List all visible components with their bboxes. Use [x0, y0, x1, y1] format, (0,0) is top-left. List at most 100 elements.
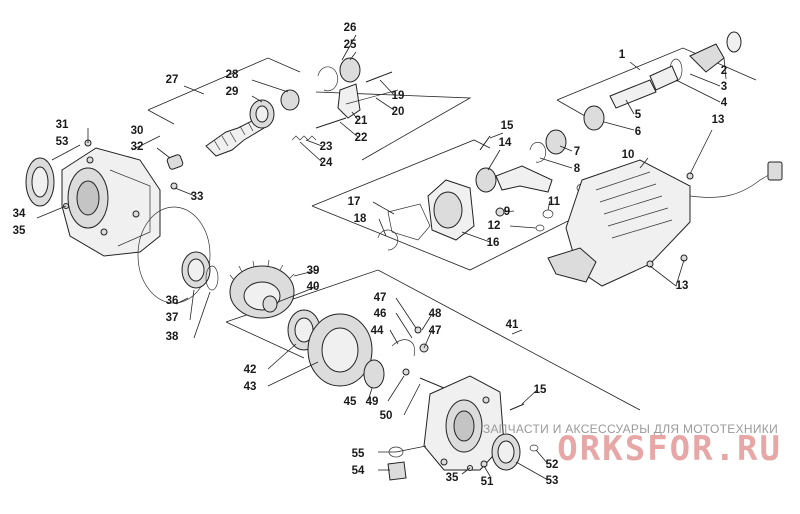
part-label-p16: 16 [487, 237, 500, 249]
part-label-p55: 55 [352, 448, 365, 460]
front-cover-bore-inner [453, 410, 475, 442]
part-label-p33: 33 [191, 191, 204, 203]
frame-41-left [225, 321, 305, 359]
bolt-13-upper [686, 172, 694, 180]
leader-40 [277, 285, 319, 303]
bearing-29-inner [255, 105, 269, 123]
part-label-p29: 29 [226, 86, 239, 98]
part-label-p13a: 13 [712, 114, 725, 126]
part-label-p34: 34 [13, 208, 26, 220]
bolt-15-upper [479, 135, 491, 151]
watermark-logo: ORKSFOR.RU [557, 429, 782, 469]
part-label-p30: 30 [131, 125, 144, 137]
part-label-p10: 10 [622, 149, 635, 161]
shaft-50 [419, 377, 445, 389]
output-shaft-group [583, 31, 742, 131]
group-frames [147, 47, 757, 411]
leader-18 [378, 218, 387, 237]
part-label-p20: 20 [392, 106, 405, 118]
part-label-p23: 23 [320, 141, 333, 153]
part-label-p32: 32 [131, 141, 144, 153]
differential-group [229, 259, 445, 416]
part-label-p35b: 35 [446, 472, 459, 484]
frame-1-top [556, 47, 757, 101]
part-label-p25: 25 [344, 39, 357, 51]
leader-49 [387, 375, 405, 402]
leader-43 [267, 361, 319, 387]
bushing-32 [166, 154, 184, 170]
leader-10 [639, 157, 649, 169]
bearing-25 [339, 57, 361, 83]
part-label-p48: 48 [429, 308, 442, 320]
bolt-47 [414, 326, 422, 334]
leader-15-lower [521, 389, 538, 405]
pin-20 [345, 89, 399, 105]
part-label-p47b: 47 [429, 325, 442, 337]
seal-7 [545, 129, 567, 155]
bearing-14 [475, 167, 497, 193]
leader-14 [487, 149, 501, 171]
part-label-p9: 9 [504, 206, 510, 218]
leader-35b [461, 467, 471, 475]
part-label-p8: 8 [574, 163, 581, 175]
shaft-5 [609, 79, 657, 109]
leader-21 [351, 111, 359, 121]
leader-20 [375, 97, 395, 111]
part-label-p35a: 35 [13, 225, 26, 237]
leader-38 [193, 291, 211, 339]
leader-30 [131, 135, 161, 151]
part-label-p46: 46 [374, 308, 387, 320]
pin-22 [315, 117, 347, 129]
spline-4 [649, 65, 679, 91]
leader-33 [174, 187, 196, 197]
seal-53-left-inner [31, 166, 49, 198]
leader-46 [395, 312, 413, 339]
leader-19 [379, 79, 395, 96]
part-label-p45: 45 [344, 396, 357, 408]
part-label-p38: 38 [166, 331, 179, 343]
leader-5 [625, 99, 635, 115]
shift-fork-group [291, 34, 399, 163]
plug-54 [387, 461, 407, 481]
leader-41 [511, 329, 523, 335]
leader-34 [36, 205, 67, 219]
leader-42 [267, 343, 297, 370]
part-label-p13b: 13 [676, 280, 689, 292]
watermark-caption: ЗАПЧАСТИ И АКСЕССУАРЫ ДЛЯ МОТОТЕХНИКИ [483, 422, 778, 436]
leader-24 [299, 141, 323, 163]
actuator-10 [547, 129, 783, 287]
leader-36 [175, 297, 189, 305]
part-label-p24: 24 [320, 157, 333, 169]
part-label-p31: 31 [56, 119, 69, 131]
part-label-p42: 42 [244, 364, 257, 376]
part-label-p2: 2 [721, 65, 727, 77]
part-label-p4: 4 [721, 97, 728, 109]
leader-44 [389, 329, 399, 345]
washer-51 [480, 460, 488, 468]
seal-45 [363, 359, 385, 389]
watermark: ЗАПЧАСТИ И АКСЕССУАРЫ ДЛЯ МОТОТЕХНИКИ OR… [483, 422, 782, 469]
part-label-p47a: 47 [374, 292, 387, 304]
part-label-p44: 44 [371, 325, 384, 337]
part-label-p18: 18 [354, 213, 367, 225]
leader-1 [629, 61, 641, 71]
actuator-10-fins [595, 171, 673, 239]
leader-39 [293, 269, 319, 277]
frame-9-bottom [311, 205, 591, 271]
o-ring-52 [529, 444, 539, 452]
part-label-p36: 36 [166, 295, 179, 307]
leader-55 [378, 445, 427, 453]
leader-25 [349, 51, 357, 61]
leader-23 [305, 139, 323, 147]
leader-52 [535, 449, 549, 465]
part-label-p21: 21 [355, 115, 368, 127]
leader-16 [461, 231, 491, 243]
snap-ring-18 [377, 229, 399, 251]
leader-47b [423, 329, 433, 349]
ring-gear-teeth [229, 259, 295, 281]
gasket-17 [387, 203, 431, 241]
leader-15-upper [489, 132, 504, 139]
bolt-15-lower [509, 403, 525, 411]
bolt-13-lower-a [646, 260, 654, 268]
housing-30-ribs [109, 169, 151, 247]
